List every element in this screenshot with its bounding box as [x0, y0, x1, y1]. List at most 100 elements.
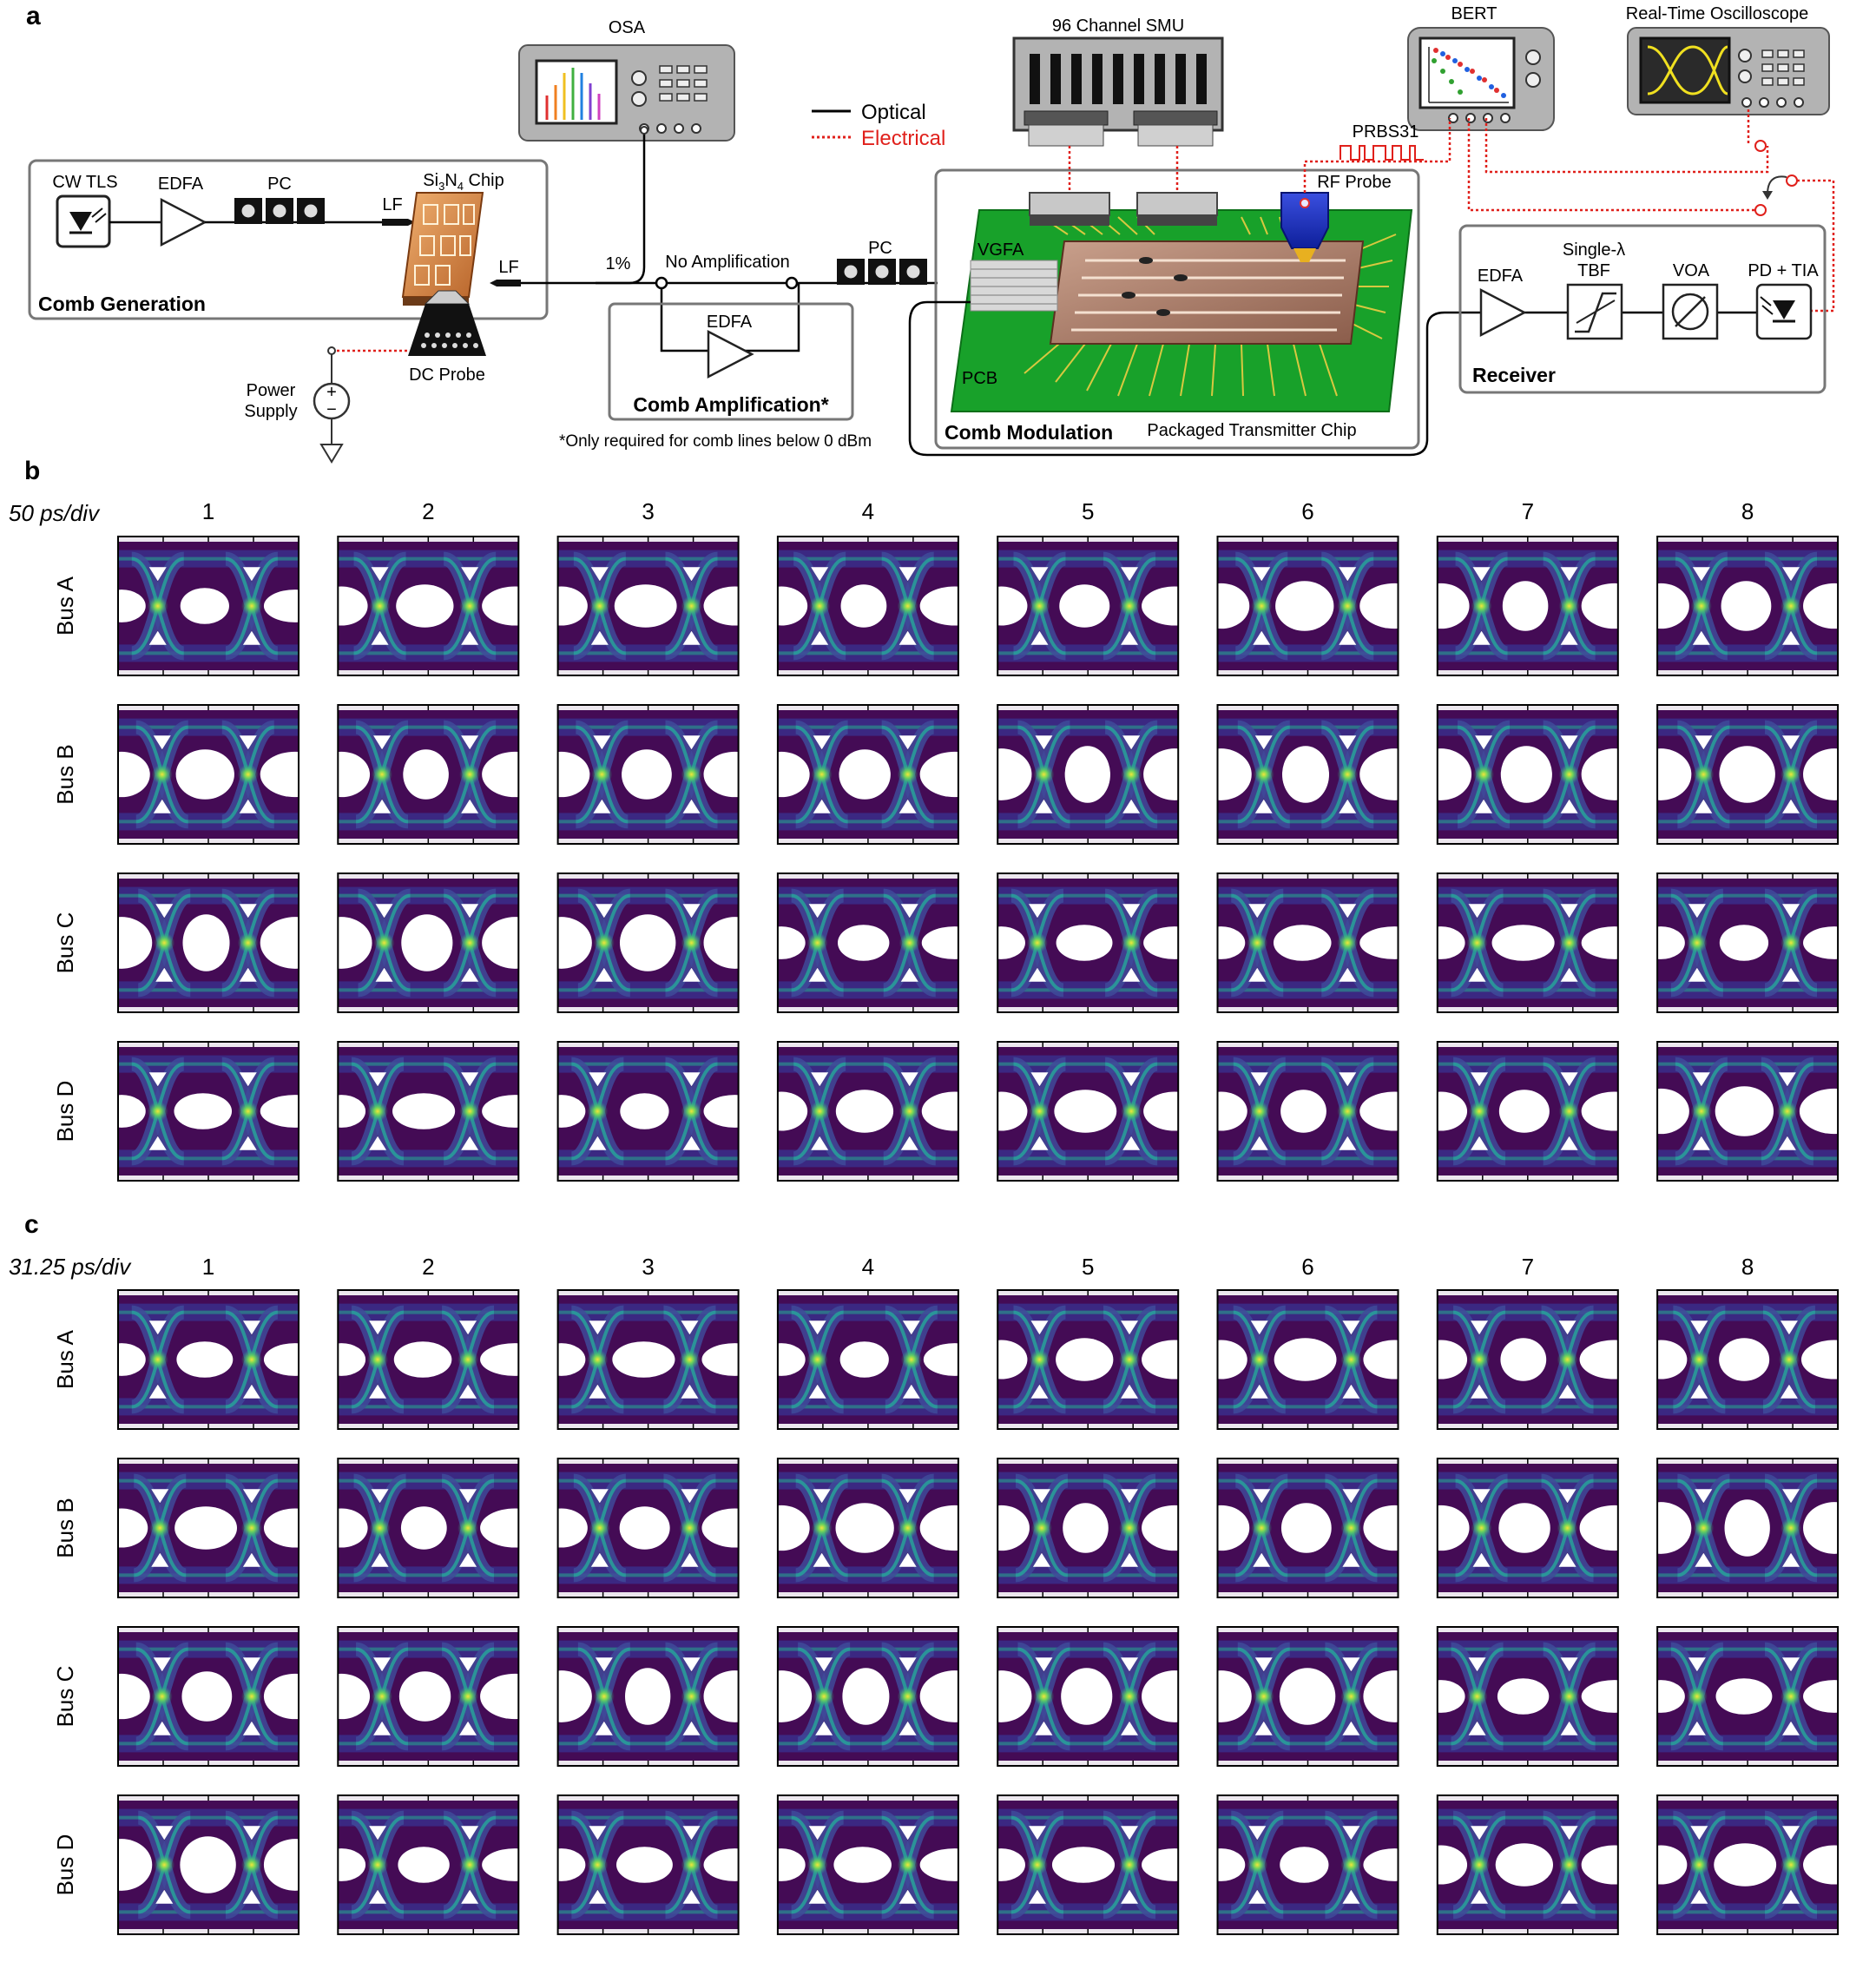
column-header-c-1: 1	[202, 1254, 214, 1280]
eye-diagram	[757, 1289, 986, 1430]
eye-diagram	[1414, 1041, 1648, 1182]
edfa1-amplifier-icon	[160, 197, 207, 247]
eye-diagram	[1192, 536, 1430, 676]
column-header-c-8: 8	[1741, 1254, 1754, 1280]
column-header-c-5: 5	[1082, 1254, 1094, 1280]
eye-diagram	[1636, 1626, 1866, 1767]
eye-diagram	[530, 1626, 767, 1767]
receiver-title: Receiver	[1472, 364, 1556, 386]
eye-diagram	[93, 1626, 327, 1767]
tap-label: 1%	[606, 254, 631, 273]
comb-generation-block: CW TLS EDFA PC LF Si3N4 Chip	[28, 159, 549, 385]
voa-label: VOA	[1673, 261, 1710, 280]
eye-diagram	[535, 1458, 768, 1598]
column-header-b-6: 6	[1301, 498, 1313, 524]
ground-icon	[319, 444, 344, 464]
power-supply-label-1: Power	[247, 381, 296, 400]
eye-diagram	[1414, 1289, 1650, 1430]
eye-diagram	[313, 704, 549, 845]
eye-diagram	[532, 704, 767, 845]
eye-diagram	[1629, 1458, 1866, 1598]
eye-diagram	[754, 1041, 989, 1182]
eye-diagram	[753, 1458, 991, 1598]
eye-diagram	[97, 1289, 327, 1430]
column-header-c-6: 6	[1301, 1254, 1313, 1280]
eye-diagram	[530, 873, 767, 1013]
tbf-label-1: Single-λ	[1563, 240, 1625, 260]
eye-diagram	[1195, 1041, 1430, 1182]
row-label-c-3: Bus C	[52, 1666, 78, 1728]
eye-diagram	[1412, 1458, 1650, 1598]
eye-diagram	[1196, 1794, 1426, 1935]
legend-optical: Optical	[861, 101, 926, 124]
comb-generation-title: Comb Generation	[38, 293, 206, 315]
tbf-label-2: TBF	[1577, 261, 1610, 280]
panel-a: a Optical Electrical OSA	[26, 2, 1835, 464]
row-label-c-1: Bus A	[52, 1329, 78, 1389]
svg-text:+: +	[326, 383, 337, 402]
power-supply-label-2: Supply	[244, 402, 297, 421]
bert-label: BERT	[1451, 4, 1498, 23]
lf-in-label: LF	[382, 195, 402, 214]
eye-diagram	[1410, 704, 1648, 845]
column-header-b-8: 8	[1741, 498, 1754, 524]
column-header-b-4: 4	[862, 498, 874, 524]
comb-amplification-title: Comb Amplification*	[633, 393, 828, 416]
panel-a-letter: a	[26, 2, 41, 30]
row-label-c-2: Bus B	[52, 1498, 78, 1557]
osa-instrument: OSA	[518, 18, 735, 142]
eye-diagram	[97, 1041, 331, 1182]
pc1-paddles-icon	[234, 198, 325, 224]
packaged-chip-label: Packaged Transmitter Chip	[1147, 421, 1356, 440]
edfa3-label: EDFA	[1478, 267, 1524, 286]
eye-diagram	[1190, 704, 1430, 845]
edfa2-label: EDFA	[707, 313, 753, 332]
rf-probe-label: RF Probe	[1317, 173, 1392, 192]
row-label-b-2: Bus B	[52, 744, 78, 804]
oscilloscope-instrument: Real-Time Oscilloscope	[1626, 4, 1830, 115]
eye-diagram	[972, 1458, 1208, 1598]
eye-diagram	[536, 1289, 768, 1430]
eye-diagram	[1414, 1794, 1648, 1935]
eye-diagram	[757, 873, 989, 1013]
prbs-signal: PRBS31	[1340, 122, 1424, 161]
eye-diagram	[757, 1794, 991, 1935]
column-header-c-2: 2	[422, 1254, 434, 1280]
eye-diagram	[313, 1626, 550, 1767]
eye-diagram	[754, 536, 991, 676]
panel-c-letter: c	[24, 1210, 39, 1239]
pc2-paddles-icon	[837, 259, 927, 285]
chip-label: Si3N4 Chip	[423, 171, 504, 193]
osa-label: OSA	[609, 18, 646, 37]
eye-diagram	[970, 1626, 1208, 1767]
eye-diagram	[315, 536, 549, 676]
oscilloscope-label: Real-Time Oscilloscope	[1626, 4, 1808, 23]
eye-diagram	[1190, 1626, 1426, 1767]
comb-amplification-block: EDFA Comb Amplification* *Only required …	[559, 302, 872, 451]
eye-diagram	[97, 536, 327, 676]
transmitter-package	[1049, 240, 1365, 345]
eye-diagram	[90, 1794, 327, 1935]
eye-diagram	[1417, 1626, 1648, 1767]
eye-diagram	[750, 1626, 991, 1767]
bert-instrument: BERT	[1407, 4, 1555, 131]
pd-tia-label: PD + TIA	[1748, 261, 1819, 280]
rf-probe-icon	[1280, 192, 1329, 262]
eye-diagram	[536, 1794, 767, 1935]
comb-modulation-block: VGFA PCB RF Probe Comb Modulation Packag…	[934, 168, 1420, 450]
column-header-b-5: 5	[1082, 498, 1094, 524]
eye-diagram	[1632, 1041, 1870, 1182]
eye-diagram	[753, 704, 991, 845]
power-supply: + − Power Supply	[244, 346, 408, 464]
cw-tls-label: CW TLS	[52, 173, 117, 192]
column-header-b-7: 7	[1522, 498, 1534, 524]
eye-diagram	[1632, 536, 1866, 676]
eye-diagram	[977, 873, 1207, 1013]
optical-path-to-receiver	[908, 300, 1476, 457]
column-header-b-2: 2	[422, 498, 434, 524]
eye-diagram	[536, 1041, 767, 1182]
eye-diagram	[974, 536, 1208, 676]
